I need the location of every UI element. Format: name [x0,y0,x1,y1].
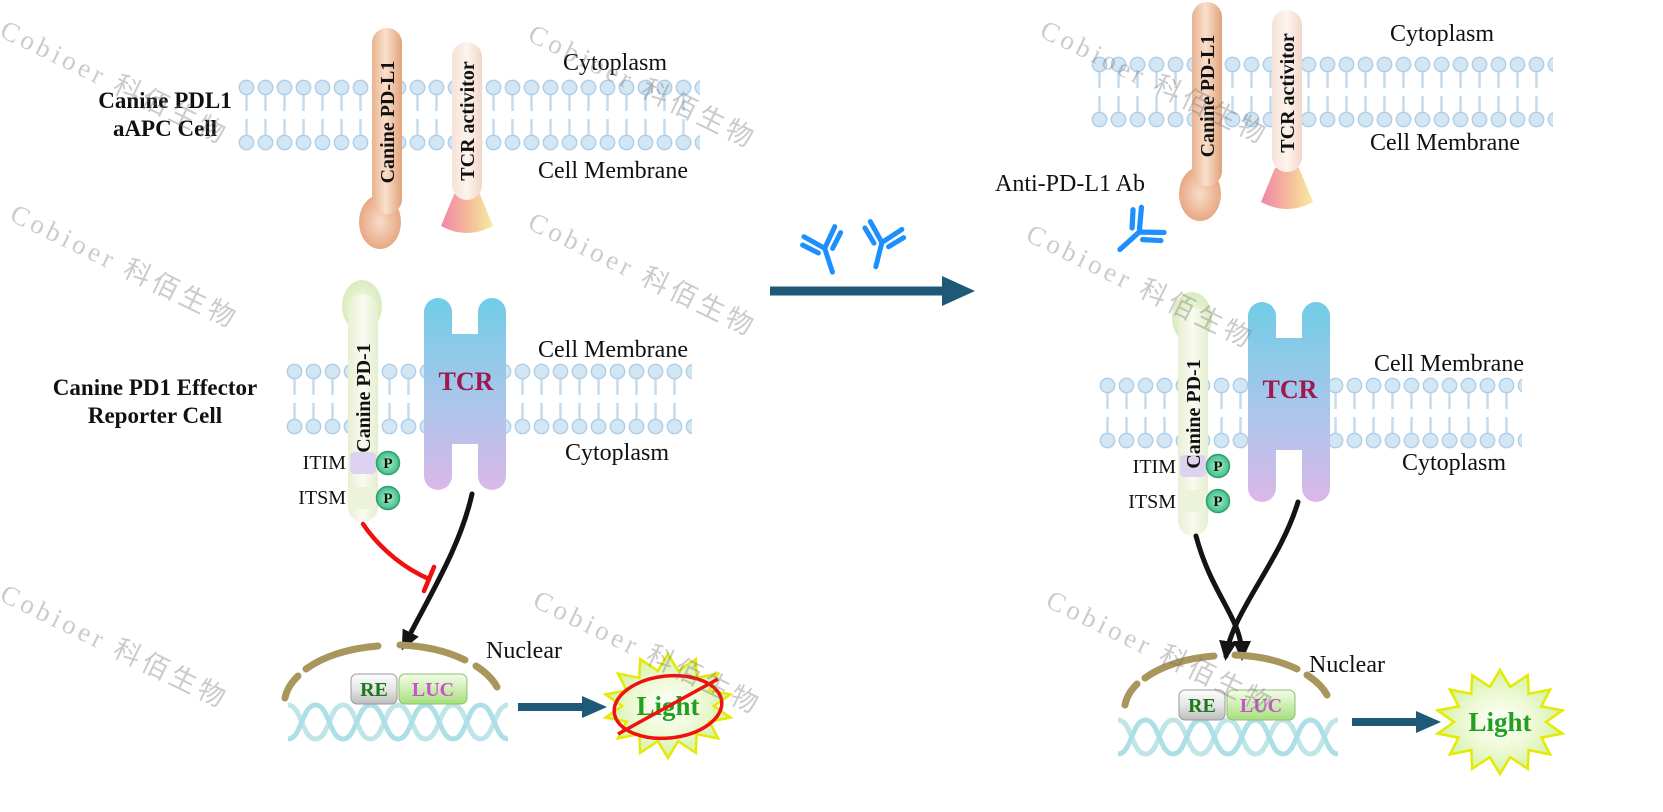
itim-segment-right [1180,455,1206,477]
luc-box [398,673,468,705]
pd1-label-right: Canine PD-1 [1183,359,1205,468]
pdl1-protein-right: Canine PD-L1 [1179,2,1222,221]
phospho-label: P [1213,459,1222,475]
apc-cell-label: Canine PDL1 [98,88,232,113]
pdl1-label-right: Canine PD-L1 [1197,35,1219,158]
luc-label: LUC [412,679,454,701]
cytoplasm-label: Cytoplasm [1402,450,1506,476]
phospho-sites-right: P P [1205,453,1231,514]
pd1-label-left: Canine PD-1 [353,343,375,452]
phospho-label: P [383,456,392,472]
tcr-activator-label-right: TCR activitor [1277,33,1299,153]
cell-membrane-label: Cell Membrane [538,337,688,363]
light-burst-right: Light [1434,667,1566,777]
no-light-sign [612,673,724,741]
phospho-ball-icon [1205,488,1231,514]
phospho-ball-icon [375,450,401,476]
tcr-signal-arrow-left [401,491,475,651]
nuclear-envelope-left [281,641,501,702]
membrane-apc-right [1090,55,1553,129]
tcr-activator-left: TCR activitor [441,42,493,233]
tcr-activator-label-left: TCR activitor [457,61,479,181]
phospho-label: P [383,491,392,507]
phospho-ball-icon [1205,453,1231,479]
apc-cell-label: aAPC Cell [113,116,217,141]
starburst-icon [1434,667,1566,777]
light-burst-left: Light [602,651,734,761]
luc-label: LUC [1240,695,1282,717]
re-box [350,673,398,705]
itsm-label: ITSM [1128,491,1176,513]
itsm-label: ITSM [298,487,346,509]
tcr-protein-right: TCR [1248,302,1330,502]
cell-membrane-label: Cell Membrane [538,158,688,184]
center-antibodies [800,221,905,279]
cytoplasm-label: Cytoplasm [563,50,667,76]
effector-cell-label: Reporter Cell [88,403,222,428]
phospho-label: P [1213,494,1222,510]
tcr-activator-right: TCR activitor [1261,10,1313,209]
re-label: RE [1188,695,1216,717]
nuclear-label: Nuclear [1309,652,1385,678]
light-label: Light [1468,707,1531,737]
cytoplasm-label: Cytoplasm [565,440,669,466]
blocking-antibody-icon [1106,204,1167,264]
light-output-arrow-left [518,696,607,718]
nuclear-label: Nuclear [486,638,562,664]
pd1-protein-right: Canine PD-1 [1172,292,1212,536]
re-box [1178,689,1226,721]
anti-pdl1-ab-label: Anti-PD-L1 Ab [995,171,1145,197]
tcr-signal-arrow-right [1219,499,1301,661]
itim-label: ITIM [1133,456,1177,478]
pdl1-protein-left: Canine PD-L1 [359,28,402,249]
tcr-label-left: TCR [439,367,494,396]
nuclear-envelope-right [1121,651,1331,709]
itim-label: ITIM [303,452,347,474]
phospho-ball-icon [375,485,401,511]
pdl1-label-left: Canine PD-L1 [377,61,399,184]
transition-arrow [770,276,975,306]
phospho-sites-left: P P [375,450,401,511]
tcr-label-right: TCR [1263,375,1318,404]
itsm-segment-right [1180,490,1206,512]
itsm-segment-left [350,487,376,509]
luc-box [1226,689,1296,721]
light-output-arrow-right [1352,711,1441,733]
dna-helix-right [1117,717,1339,757]
cell-membrane-label: Cell Membrane [1374,351,1524,377]
effector-cell-label: Canine PD1 Effector [53,375,257,400]
antibody-icon [856,221,905,272]
cell-membrane-label: Cell Membrane [1370,130,1520,156]
cytoplasm-label: Cytoplasm [1390,21,1494,47]
reporter-cassette-right: RE LUC [1178,689,1296,721]
inhibition-arrow-left [360,521,437,594]
reporter-cassette-left: RE LUC [350,673,468,705]
pd1-signal-arrow-right [1193,533,1251,661]
tcr-protein-left: TCR [424,298,506,490]
antibody-icon [800,225,851,278]
re-label: RE [360,679,388,701]
pd1-protein-left: Canine PD-1 [342,280,382,522]
dna-helix-left [287,702,509,742]
itim-segment-left [350,452,376,474]
